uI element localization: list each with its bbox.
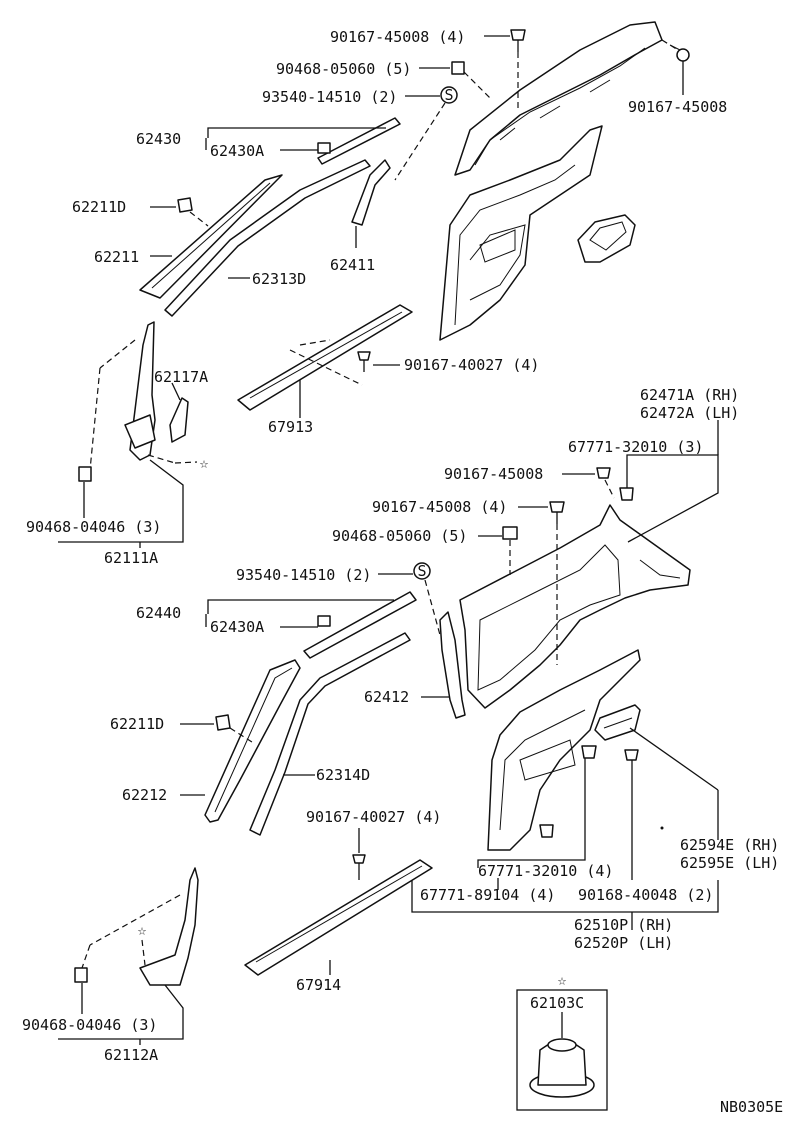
quarter-side-pocket bbox=[577, 214, 636, 263]
label-62112a: 62112A bbox=[104, 1046, 158, 1064]
label-62594e-rh: 62594E (RH) bbox=[680, 836, 779, 854]
label-90167-45008-mid: 90167-45008 bbox=[444, 465, 543, 483]
diagram-code: NB0305E bbox=[720, 1098, 783, 1116]
s-mark: S bbox=[444, 86, 453, 104]
label-90167-45008-right: 90167-45008 bbox=[628, 98, 727, 116]
garnish-62440 bbox=[303, 591, 417, 659]
label-62211d-mid: 62211D bbox=[110, 715, 164, 733]
label-90168-40048-2: 90168-40048 (2) bbox=[578, 886, 713, 904]
clip-90468-04046-upper bbox=[78, 466, 92, 482]
clip-62211d-upper bbox=[177, 197, 193, 213]
screw-90167-40027-upper bbox=[357, 351, 371, 372]
label-90468-05060-5-mid: 90468-05060 (5) bbox=[332, 527, 467, 545]
label-93540-14510-2-top: 93540-14510 (2) bbox=[262, 88, 397, 106]
label-62430a-mid: 62430A bbox=[210, 618, 264, 636]
clip-62211d-lower bbox=[215, 714, 231, 731]
label-62440: 62440 bbox=[136, 604, 181, 622]
screw-90167-40027-lower bbox=[352, 854, 366, 880]
clip-62430a-upper bbox=[317, 142, 331, 154]
garnish-62430 bbox=[317, 117, 401, 165]
clip-90468-05060-mid bbox=[502, 526, 518, 540]
clip-67771-89104 bbox=[581, 745, 597, 759]
label-62430a-top: 62430A bbox=[210, 142, 264, 160]
label-62510p-rh: 62510P (RH) bbox=[574, 916, 673, 934]
label-62471a-rh: 62471A (RH) bbox=[640, 386, 739, 404]
label-62103c: 62103C bbox=[530, 994, 584, 1012]
weatherstrip-62314d bbox=[249, 632, 411, 836]
screw-90167-45008-mid bbox=[596, 467, 611, 479]
label-62411: 62411 bbox=[330, 256, 375, 274]
label-62430: 62430 bbox=[136, 130, 181, 148]
label-62117a: 62117A bbox=[154, 368, 208, 386]
star-mark-3: ☆ bbox=[557, 971, 566, 989]
label-62313d: 62313D bbox=[252, 270, 306, 288]
screw-90167-45008-mid2 bbox=[549, 501, 565, 524]
label-62314d: 62314D bbox=[316, 766, 370, 784]
pillar-garnish-62211 bbox=[139, 174, 283, 299]
quarter-trim-62471a bbox=[459, 504, 691, 709]
scuff-plate-67913 bbox=[237, 304, 413, 411]
label-90468-04046-3-top: 90468-04046 (3) bbox=[26, 518, 161, 536]
label-67771-32010-4: 67771-32010 (4) bbox=[478, 862, 613, 880]
label-67771-32010-3: 67771-32010 (3) bbox=[568, 438, 703, 456]
clip-67771-32010-lower bbox=[539, 824, 554, 838]
label-67913: 67913 bbox=[268, 418, 313, 436]
label-67771-89104-4: 67771-89104 (4) bbox=[420, 886, 555, 904]
label-90167-40027-4-mid: 90167-40027 (4) bbox=[306, 808, 441, 826]
label-90468-05060-5-top: 90468-05060 (5) bbox=[276, 60, 411, 78]
quarter-trim-lower-panel bbox=[439, 125, 603, 341]
screw-90167-45008-top bbox=[510, 29, 526, 52]
label-62111a: 62111A bbox=[104, 549, 158, 567]
label-90468-04046-3-lower: 90468-04046 (3) bbox=[22, 1016, 157, 1034]
star-mark: ☆ bbox=[199, 454, 208, 472]
label-90167-45008-4-top: 90167-45008 (4) bbox=[330, 28, 465, 46]
s-mark-2: S bbox=[417, 562, 426, 580]
screw-90168-40048 bbox=[624, 749, 639, 880]
lower-quarter-trim-62510p bbox=[487, 649, 641, 851]
clip-90468-05060-top bbox=[451, 61, 465, 75]
quarter-trim-upper-panel bbox=[454, 21, 663, 176]
label-62412: 62412 bbox=[364, 688, 409, 706]
cowl-side-trim-62112a bbox=[139, 867, 199, 986]
label-67914: 67914 bbox=[296, 976, 341, 994]
label-62212: 62212 bbox=[122, 786, 167, 804]
side-pocket-62594e bbox=[594, 704, 641, 741]
label-90167-40027-4-top: 90167-40027 (4) bbox=[404, 356, 539, 374]
pillar-garnish-62212 bbox=[204, 659, 301, 823]
label-93540-14510-2-mid: 93540-14510 (2) bbox=[236, 566, 371, 584]
cowl-side-trim-62111a bbox=[124, 321, 156, 461]
clip-90468-04046-lower bbox=[74, 967, 88, 983]
clip-62430a-lower bbox=[317, 615, 331, 627]
label-62211: 62211 bbox=[94, 248, 139, 266]
part-box-62103c bbox=[516, 989, 608, 1111]
clip-67771-32010-top bbox=[619, 487, 634, 501]
s-symbol-top: S bbox=[440, 86, 458, 104]
scuff-plate-67914 bbox=[244, 859, 433, 976]
label-62472a-lh: 62472A (LH) bbox=[640, 404, 739, 422]
cover-62117a bbox=[169, 397, 189, 443]
label-62595e-lh: 62595E (LH) bbox=[680, 854, 779, 872]
pillar-garnish-62411 bbox=[351, 159, 391, 226]
pillar-garnish-62412 bbox=[439, 611, 466, 719]
label-62211d-top: 62211D bbox=[72, 198, 126, 216]
label-90167-45008-4-mid: 90167-45008 (4) bbox=[372, 498, 507, 516]
star-mark-2: ☆ bbox=[137, 921, 146, 939]
weatherstrip-62313d bbox=[164, 159, 371, 317]
label-62520p-lh: 62520P (LH) bbox=[574, 934, 673, 952]
s-symbol-mid: S bbox=[413, 562, 431, 580]
